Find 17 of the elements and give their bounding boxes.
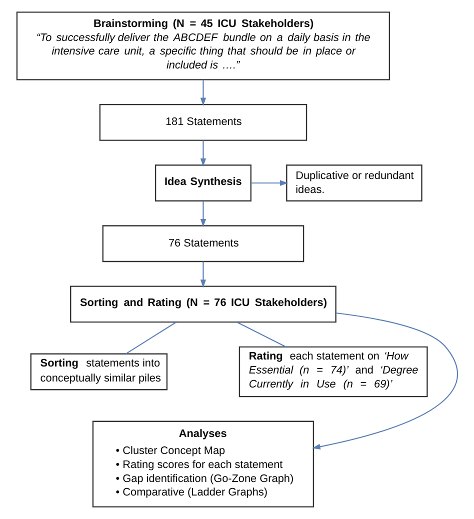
node-box: 181 Statements bbox=[98, 104, 307, 141]
node-box: Brainstorming (N = 45 ICU Stakeholders) “To successfully deliver the ABCDEF bundle on a daily basis in the intensive care unit, a specific thing that should be in place or included is ….” bbox=[16, 12, 390, 80]
node-box: Idea Synthesis bbox=[154, 164, 251, 202]
arrow bbox=[200, 140, 206, 167]
arrow bbox=[200, 80, 206, 106]
arrow bbox=[200, 262, 206, 288]
node-box: 76 Statements bbox=[102, 225, 304, 262]
arrow bbox=[250, 180, 288, 186]
node-box: Rating each statement on ‘How Essential (n = 74)’ and ‘Degree Currently in Use (n = 69)’ bbox=[238, 346, 428, 398]
connector bbox=[236, 322, 286, 348]
node-box: Duplicative or redundant ideas. bbox=[286, 164, 422, 202]
arrow bbox=[200, 200, 206, 228]
node-box: Analyses • Cluster Concept Map • Rating scores for each statement • Gap identification (Go-Zone Graph) • Comparative (Ladder Graphs) bbox=[92, 420, 314, 508]
connector bbox=[125, 322, 176, 354]
arrow bbox=[312, 312, 458, 450]
node-box: Sorting statements into conceptually similar piles bbox=[30, 353, 168, 390]
node-box: Sorting and Rating (N = 76 ICU Stakeholders) bbox=[70, 286, 336, 323]
